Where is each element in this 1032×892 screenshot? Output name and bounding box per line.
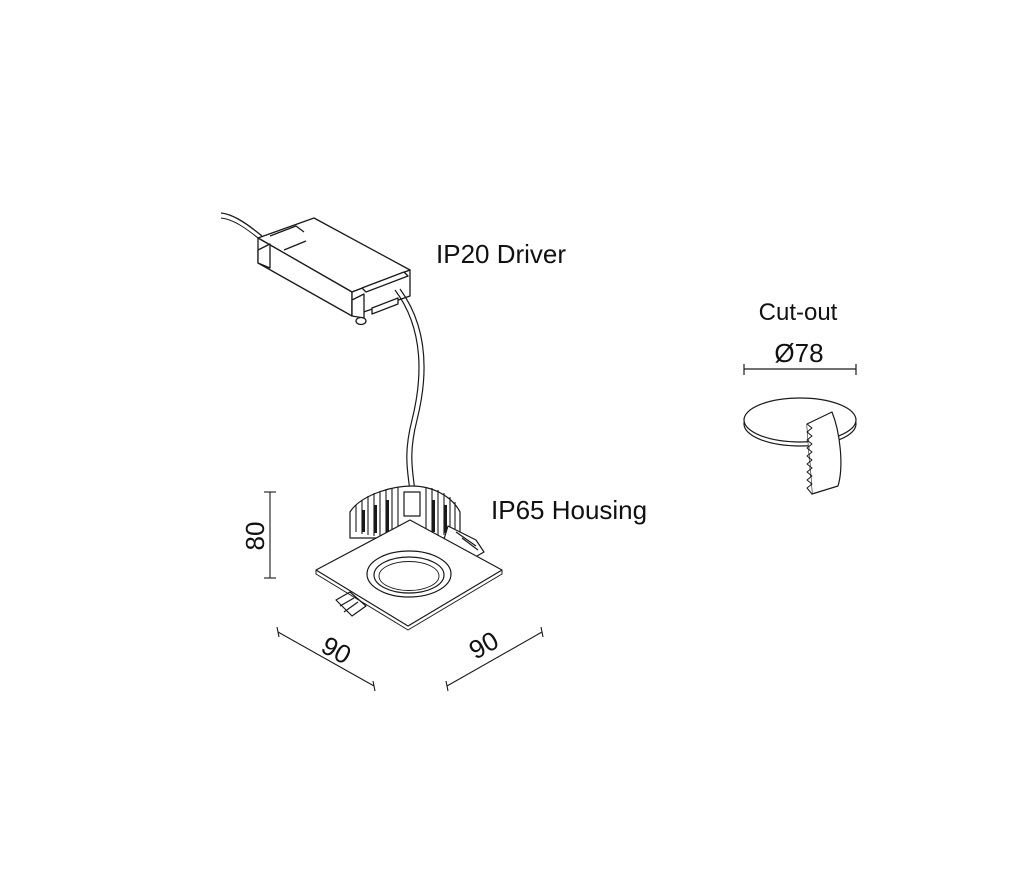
dimension-lines bbox=[264, 491, 544, 692]
connecting-cable bbox=[394, 288, 425, 493]
driver-mount-tab bbox=[355, 316, 367, 326]
cutout-diagram bbox=[743, 364, 857, 495]
dimension-width-left-line bbox=[277, 631, 375, 687]
cutout-diameter-label: Ø78 bbox=[774, 338, 823, 368]
housing-label: IP65 Housing bbox=[491, 495, 647, 525]
dimension-width-right-label: 90 bbox=[464, 625, 504, 665]
dimension-width-right-line bbox=[446, 631, 543, 687]
lens-inner-ring bbox=[373, 556, 445, 594]
dimension-width-left-label: 90 bbox=[316, 630, 356, 670]
driver-input-cable bbox=[220, 212, 263, 237]
cutout-title: Cut-out bbox=[759, 299, 838, 326]
cutout-disc bbox=[743, 397, 857, 443]
saw-blade-icon bbox=[806, 411, 842, 495]
driver-label: IP20 Driver bbox=[436, 239, 566, 269]
driver-unit bbox=[220, 212, 411, 326]
dimension-height-label: 80 bbox=[240, 522, 270, 551]
housing-unit bbox=[315, 485, 503, 631]
